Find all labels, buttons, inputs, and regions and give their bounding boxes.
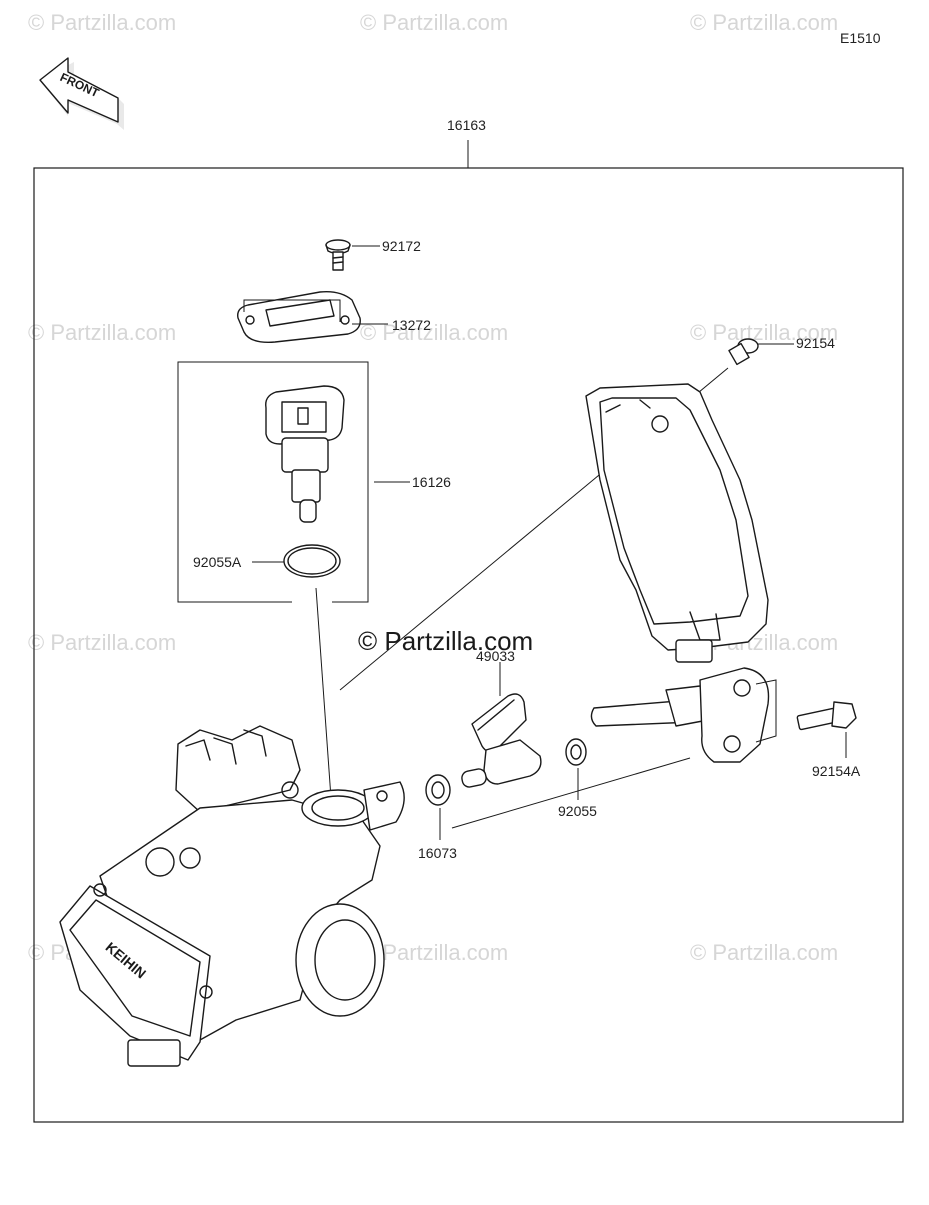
injector-assembly [590, 667, 770, 763]
washer-92055 [565, 738, 587, 766]
watermark: © Partzilla.com [690, 940, 838, 965]
sensor-49033 [461, 693, 542, 788]
watermark: © Partzilla.com [28, 320, 176, 345]
diagram-code: E1510 [840, 30, 881, 46]
part-label-49033: 49033 [476, 648, 515, 664]
assembly-label: 16163 [447, 117, 486, 133]
watermark: © Partzilla.com [360, 940, 508, 965]
watermark: © Partzilla.com [690, 320, 838, 345]
part-label-13272: 13272 [392, 317, 431, 333]
plate-13272 [237, 290, 361, 343]
part-label-92154A: 92154A [812, 763, 861, 779]
watermark: © Partzilla.com [28, 630, 176, 655]
watermark-layer: © Partzilla.com © Partzilla.com © Partzi… [28, 10, 838, 965]
part-label-16073: 16073 [418, 845, 457, 861]
watermark: © Partzilla.com [360, 10, 508, 35]
o-ring-92055A [283, 544, 341, 578]
throttle-body: KEIHIN [59, 725, 405, 1067]
screw-92172 [325, 239, 351, 271]
washer-guide-line [451, 757, 691, 829]
o-ring-guide-line [315, 587, 333, 813]
seal-16073 [425, 774, 451, 806]
part-label-92154: 92154 [796, 335, 835, 351]
bolt-92154A [796, 701, 857, 731]
part-label-92055: 92055 [558, 803, 597, 819]
front-arrow-icon: FRONT [39, 57, 124, 130]
bolt-92154 [728, 338, 759, 366]
part-label-16126: 16126 [412, 474, 451, 490]
assembly-frame [33, 167, 904, 1123]
sensor-subassembly-frame [177, 361, 369, 603]
watermark: © Partzilla.com [28, 10, 176, 35]
part-label-92055A: 92055A [193, 554, 242, 570]
watermark: © Partzilla.com [690, 10, 838, 35]
part-label-92172: 92172 [382, 238, 421, 254]
center-watermark: © Partzilla.com [358, 626, 533, 656]
sensor-cover [585, 383, 769, 663]
sensor-16126 [265, 385, 345, 523]
